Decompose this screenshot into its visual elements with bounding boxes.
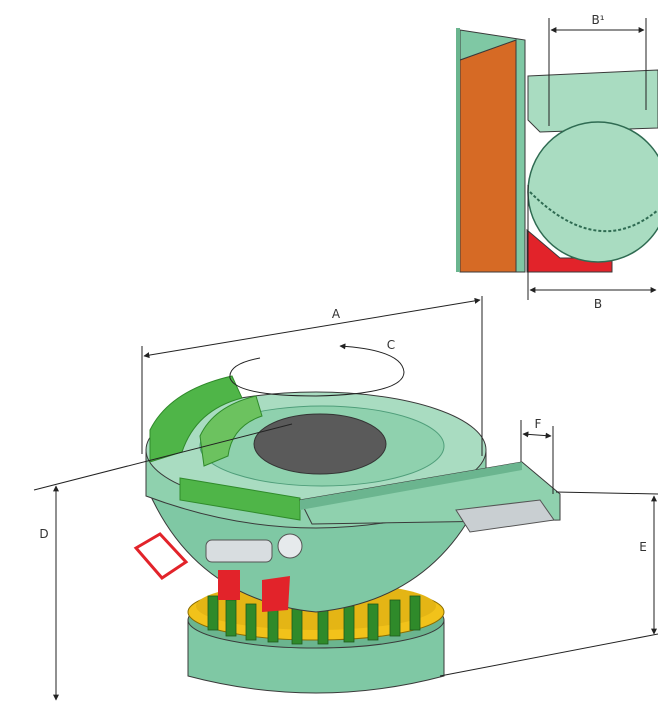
spring: [245, 603, 257, 641]
dimensions: A C D E F: [33, 296, 658, 701]
spring: [367, 603, 379, 641]
e-ref-bottom: [439, 633, 658, 677]
label-d: D: [39, 527, 48, 541]
a-dim-line: [143, 297, 481, 359]
d-ref-line: [33, 423, 293, 491]
perforated-tray: [455, 499, 555, 533]
label-b1: B¹: [591, 13, 604, 27]
inset-frame-edge: [456, 28, 460, 272]
sensor-bracket: [133, 532, 189, 580]
drive-red: [218, 570, 240, 600]
inset-sphere-rim: [529, 191, 658, 233]
spring: [225, 599, 237, 637]
spring: [207, 595, 219, 631]
center-plate: [253, 413, 387, 475]
bowl-feeder: [133, 375, 561, 694]
guide-rail-front: [179, 477, 301, 521]
guide-rail-inner: [199, 395, 263, 467]
springs: [207, 595, 421, 645]
c-rotation-arrow: [229, 343, 405, 397]
label-e: E: [639, 540, 647, 554]
side-valve: [205, 539, 273, 563]
label-a: A: [332, 307, 341, 321]
detail-inset: B¹ B: [456, 13, 658, 311]
chute-wall: [300, 462, 522, 510]
spring: [343, 605, 355, 643]
label-f: F: [535, 417, 542, 431]
f-dim-line: [522, 431, 552, 439]
guide-rail-outer: [149, 375, 243, 463]
label-b: B: [594, 297, 602, 311]
e-ref-top: [555, 491, 658, 495]
inset-sphere: [527, 121, 658, 263]
inset-wall-orange: [459, 39, 517, 273]
spring: [389, 599, 401, 637]
spring: [317, 607, 329, 645]
spring: [291, 607, 303, 645]
spring: [409, 595, 421, 631]
pressure-gauge: [277, 533, 303, 559]
drive-red-2: [262, 576, 290, 612]
label-c: C: [387, 338, 395, 352]
